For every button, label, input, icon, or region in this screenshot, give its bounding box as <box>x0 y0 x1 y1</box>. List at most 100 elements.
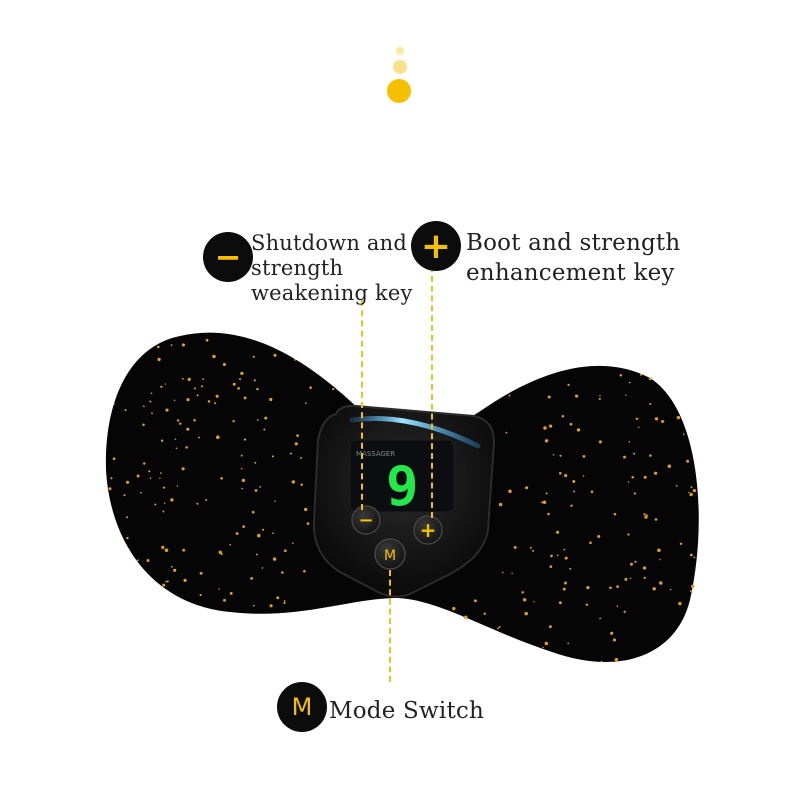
speckle <box>642 566 647 570</box>
speckle <box>250 577 254 580</box>
speckle <box>136 474 140 478</box>
speckle <box>629 577 632 579</box>
minus-callout-label: Shutdown and strength weakening key <box>251 231 413 305</box>
speckle <box>599 617 601 620</box>
speckle <box>173 568 177 572</box>
speckle <box>185 446 188 449</box>
speckle <box>634 560 637 563</box>
speckle <box>183 578 187 583</box>
speckle <box>146 559 150 562</box>
speckle <box>569 567 572 570</box>
speckle <box>140 491 142 494</box>
speckle <box>283 549 287 553</box>
speckle <box>533 601 535 603</box>
speckle <box>569 422 573 426</box>
speckle <box>271 455 274 458</box>
speckle <box>176 485 179 487</box>
speckle <box>542 500 547 505</box>
speckle <box>240 371 244 376</box>
speckle <box>549 565 553 568</box>
speckle <box>623 610 626 613</box>
speckle <box>635 417 639 421</box>
speckle <box>199 593 202 597</box>
speckle <box>150 392 153 395</box>
speckle <box>676 415 681 420</box>
speckle <box>276 596 280 600</box>
speckle <box>229 543 232 546</box>
speckle <box>600 660 603 663</box>
speckle <box>215 394 219 398</box>
speckle <box>263 428 266 431</box>
speckle <box>232 420 235 423</box>
speckle <box>576 428 581 432</box>
speckle <box>541 501 544 504</box>
speckle <box>283 601 286 605</box>
speckle <box>550 554 553 558</box>
speckle <box>586 585 590 590</box>
speckle <box>648 377 652 381</box>
speckle <box>229 591 233 595</box>
speckle <box>649 402 652 405</box>
speckle <box>693 556 696 559</box>
speckle <box>214 402 217 405</box>
speckle <box>690 584 695 589</box>
speckle <box>294 442 298 446</box>
speckle <box>283 600 286 602</box>
led-glow-strip <box>349 416 481 449</box>
mode-callout-icon: M <box>277 682 327 732</box>
speckle <box>690 486 693 489</box>
speckle <box>599 394 601 397</box>
speckle <box>257 419 259 421</box>
speckle <box>241 478 246 483</box>
speckle <box>682 433 685 436</box>
speckle <box>272 557 277 561</box>
speckle <box>614 657 619 662</box>
speckle <box>659 558 661 561</box>
speckle <box>473 599 477 603</box>
speckle <box>692 488 697 493</box>
speckle <box>639 373 643 376</box>
speckle <box>505 431 508 434</box>
speckle <box>690 553 693 557</box>
speckle <box>675 485 678 487</box>
mode-callout-label: Mode Switch <box>329 698 484 724</box>
speckle <box>575 394 579 398</box>
speckle <box>610 631 614 635</box>
svg-text:−: − <box>358 510 373 531</box>
plus-callout-label: Boot and strength enhancement key <box>466 230 681 286</box>
speckle <box>511 572 513 575</box>
speckle <box>542 646 544 649</box>
speckle <box>609 586 612 590</box>
speckle <box>508 489 512 494</box>
speckle <box>162 486 166 489</box>
speckle <box>452 606 456 611</box>
speckle <box>187 377 191 382</box>
speckle <box>549 424 553 428</box>
speckle <box>198 436 200 439</box>
speckle <box>654 518 658 521</box>
speckle <box>261 567 264 569</box>
plus-button[interactable]: + <box>413 515 443 545</box>
speckle <box>643 475 647 479</box>
mode-button[interactable]: M <box>374 538 406 570</box>
speckle <box>643 576 646 580</box>
speckle <box>667 464 672 468</box>
speckle <box>151 412 153 415</box>
speckle <box>259 486 262 488</box>
speckle <box>496 627 499 630</box>
pad-speckles <box>108 338 697 663</box>
speckle <box>559 471 562 475</box>
speckle <box>521 591 524 594</box>
speckle <box>161 545 165 550</box>
speckle <box>564 556 568 560</box>
minus-button[interactable]: − <box>351 505 381 535</box>
speckle <box>652 587 656 591</box>
speckle <box>567 642 569 645</box>
speckle <box>508 394 511 397</box>
speckle <box>207 400 211 403</box>
speckle <box>223 598 226 602</box>
speckle <box>186 427 190 431</box>
speckle <box>556 530 560 534</box>
speckle <box>218 550 223 555</box>
speckle <box>616 605 619 607</box>
